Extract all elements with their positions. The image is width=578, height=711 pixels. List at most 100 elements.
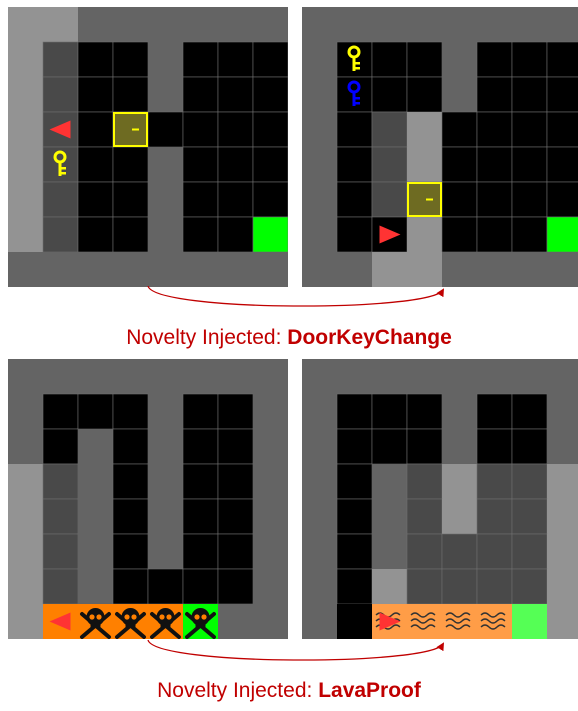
floor-tile bbox=[43, 499, 78, 534]
highlight-tile bbox=[407, 252, 442, 287]
floor-tile bbox=[43, 429, 78, 464]
floor-tile bbox=[183, 42, 218, 77]
wall-tile bbox=[43, 359, 78, 394]
wall-tile bbox=[442, 77, 477, 112]
highlight-tile bbox=[8, 42, 43, 77]
highlight-tile bbox=[547, 569, 578, 604]
floor-tile bbox=[183, 534, 218, 569]
highlight-tile bbox=[372, 252, 407, 287]
floor-tile bbox=[407, 429, 442, 464]
wall-tile bbox=[253, 569, 288, 604]
floor-tile bbox=[43, 217, 78, 252]
highlight-tile bbox=[407, 217, 442, 252]
wall-tile bbox=[218, 252, 253, 287]
highlight-tile bbox=[8, 77, 43, 112]
lava-tile bbox=[407, 604, 442, 639]
floor-tile bbox=[183, 394, 218, 429]
goal-square bbox=[253, 217, 288, 252]
wall-tile bbox=[78, 429, 113, 464]
floor-tile bbox=[113, 569, 148, 604]
floor-tile bbox=[113, 534, 148, 569]
wall-tile bbox=[512, 7, 547, 42]
wall-tile bbox=[302, 464, 337, 499]
highlight-tile bbox=[8, 464, 43, 499]
highlight-tile bbox=[372, 569, 407, 604]
floor-tile bbox=[337, 429, 372, 464]
wall-tile bbox=[148, 77, 183, 112]
floor-tile bbox=[477, 182, 512, 217]
floor-tile bbox=[407, 499, 442, 534]
wall-tile bbox=[337, 359, 372, 394]
floor-tile bbox=[218, 182, 253, 217]
floor-tile bbox=[477, 569, 512, 604]
lava-tile bbox=[442, 604, 477, 639]
floor-tile bbox=[43, 394, 78, 429]
floor-tile bbox=[477, 112, 512, 147]
floor-tile bbox=[477, 429, 512, 464]
floor-tile bbox=[477, 147, 512, 182]
door-icon bbox=[408, 183, 441, 216]
highlight-tile bbox=[547, 499, 578, 534]
env-after-doorkeychange bbox=[302, 7, 578, 287]
floor-tile bbox=[372, 112, 407, 147]
wall-tile bbox=[372, 499, 407, 534]
floor-tile bbox=[477, 394, 512, 429]
wall-tile bbox=[302, 569, 337, 604]
wall-tile bbox=[78, 569, 113, 604]
wall-tile bbox=[148, 394, 183, 429]
wall-tile bbox=[253, 464, 288, 499]
floor-tile bbox=[512, 182, 547, 217]
wall-tile bbox=[302, 77, 337, 112]
wall-tile bbox=[148, 147, 183, 182]
wall-tile bbox=[148, 252, 183, 287]
wall-tile bbox=[547, 252, 578, 287]
wall-tile bbox=[78, 7, 113, 42]
floor-tile bbox=[253, 147, 288, 182]
floor-tile bbox=[43, 77, 78, 112]
floor-tile bbox=[113, 394, 148, 429]
highlight-tile bbox=[8, 569, 43, 604]
wall-tile bbox=[547, 7, 578, 42]
floor-tile bbox=[218, 42, 253, 77]
floor-tile bbox=[512, 42, 547, 77]
floor-tile bbox=[218, 394, 253, 429]
wall-tile bbox=[302, 429, 337, 464]
wall-tile bbox=[148, 534, 183, 569]
floor-tile bbox=[547, 42, 578, 77]
wall-tile bbox=[372, 464, 407, 499]
wall-tile bbox=[302, 112, 337, 147]
wall-tile bbox=[372, 7, 407, 42]
wall-tile bbox=[218, 359, 253, 394]
floor-tile bbox=[407, 77, 442, 112]
wall-tile bbox=[302, 7, 337, 42]
wall-tile bbox=[302, 359, 337, 394]
floor-tile bbox=[218, 429, 253, 464]
wall-tile bbox=[442, 429, 477, 464]
floor-tile bbox=[442, 217, 477, 252]
wall-tile bbox=[183, 252, 218, 287]
floor-tile bbox=[253, 112, 288, 147]
wall-tile bbox=[253, 499, 288, 534]
floor-tile bbox=[512, 534, 547, 569]
lava-tile bbox=[477, 604, 512, 639]
floor-tile bbox=[372, 182, 407, 217]
floor-tile bbox=[407, 534, 442, 569]
floor-tile bbox=[372, 42, 407, 77]
wall-tile bbox=[302, 182, 337, 217]
floor-tile bbox=[78, 42, 113, 77]
floor-tile bbox=[547, 77, 578, 112]
floor-tile bbox=[43, 182, 78, 217]
floor-tile bbox=[253, 77, 288, 112]
floor-tile bbox=[183, 112, 218, 147]
floor-tile bbox=[113, 499, 148, 534]
wall-tile bbox=[78, 499, 113, 534]
highlight-tile bbox=[407, 112, 442, 147]
floor-tile bbox=[218, 77, 253, 112]
caption-prefix: Novelty Injected: bbox=[157, 679, 318, 702]
wall-tile bbox=[113, 7, 148, 42]
floor-tile bbox=[512, 147, 547, 182]
wall-tile bbox=[43, 252, 78, 287]
highlight-tile bbox=[547, 604, 578, 639]
floor-tile bbox=[113, 464, 148, 499]
floor-tile bbox=[113, 42, 148, 77]
